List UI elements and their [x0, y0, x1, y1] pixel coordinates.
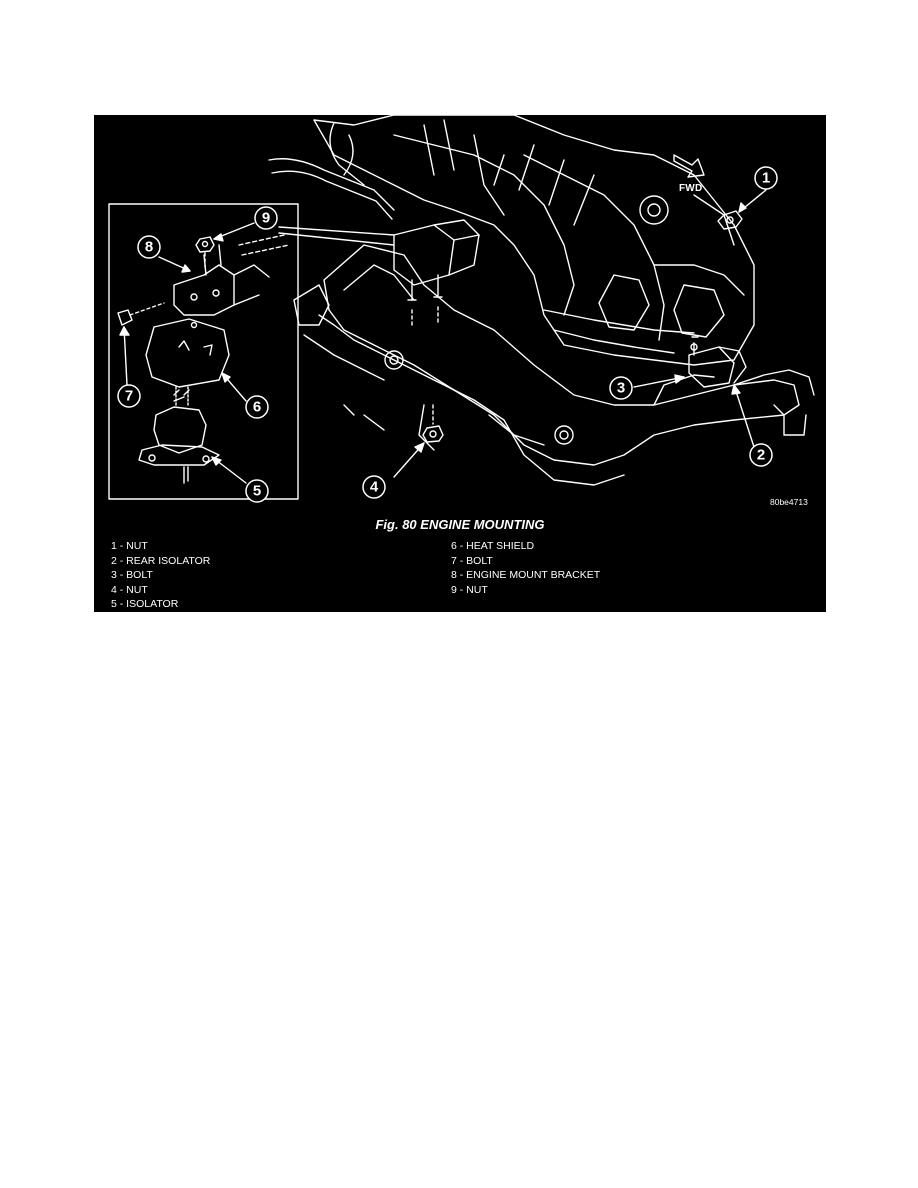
- callout-4-number: 4: [370, 479, 379, 496]
- callout-7-number: 7: [125, 388, 133, 405]
- mount-bracket-on-engine: [393, 219, 480, 326]
- legend-item: 5 - ISOLATOR: [111, 598, 179, 610]
- callout-8-number: 8: [145, 239, 153, 256]
- nut-4-part: [422, 404, 444, 443]
- callout-6-number: 6: [253, 399, 261, 416]
- figure-caption: Fig. 80 ENGINE MOUNTING: [375, 517, 545, 532]
- callout-3-number: 3: [617, 380, 625, 397]
- leader-arrows: [119, 189, 767, 484]
- legend-column-right: 6 - HEAT SHIELD 7 - BOLT 8 - ENGINE MOUN…: [451, 539, 600, 597]
- legend-item: 7 - BOLT: [451, 554, 493, 567]
- callout-4-circle: [362, 475, 386, 499]
- legend-item: 6 - HEAT SHIELD: [451, 540, 535, 552]
- legend-column-left: 1 - NUT 2 - REAR ISOLATOR 3 - BOLT 4 - N…: [111, 539, 210, 612]
- engine-hoses: [268, 119, 505, 220]
- callout-5-circle: [245, 479, 269, 503]
- callout-8-circle: [137, 235, 161, 259]
- legend-item: 1 - NUT: [111, 540, 148, 552]
- detail-inset-frame: [108, 203, 299, 500]
- callout-9-circle: [254, 206, 278, 230]
- legend-item: 3 - BOLT: [111, 569, 153, 581]
- engine-mounting-illustration: 1 2 3 4 5 6 7 8 9: [108, 115, 815, 503]
- callout-7-circle: [117, 384, 141, 408]
- inset-engine-mount-bracket: [173, 234, 290, 316]
- legend-item: 2 - REAR ISOLATOR: [111, 554, 211, 567]
- transaxle-assembly: [313, 115, 755, 366]
- inset-heat-shield: [145, 318, 230, 388]
- callout-2-circle: [749, 443, 773, 467]
- fwd-arrow: [673, 154, 705, 178]
- callout-1-circle: [754, 166, 778, 190]
- inset-nut-9-part: [195, 236, 215, 268]
- callout-5-number: 5: [253, 483, 261, 500]
- legend-item: 8 - ENGINE MOUNT BRACKET: [451, 569, 601, 581]
- inset-isolator-5: [138, 386, 220, 484]
- callout-6-circle: [245, 395, 269, 419]
- engine-cradle: [293, 244, 815, 486]
- nut-1-part: [717, 210, 743, 230]
- artwork-code: 80be4713: [770, 497, 808, 507]
- callout-2-number: 2: [757, 447, 765, 464]
- inset-bolt-7-part: [117, 302, 165, 326]
- engine-mounting-figure: 1 2 3 4 5 6 7 8 9 FWD 80be4713 Fig. 80 E…: [94, 115, 826, 612]
- fwd-direction-label: FWD: [679, 183, 703, 194]
- parts-legend: 1 - NUT 2 - REAR ISOLATOR 3 - BOLT 4 - N…: [111, 539, 811, 611]
- legend-item: 4 - NUT: [111, 583, 148, 596]
- rear-isolator: [688, 336, 747, 388]
- callout-9-number: 9: [262, 210, 270, 227]
- callout-1-number: 1: [762, 170, 770, 187]
- legend-item: 9 - NUT: [451, 583, 488, 596]
- inset-projection-line: [278, 226, 395, 236]
- callout-3-circle: [609, 376, 633, 400]
